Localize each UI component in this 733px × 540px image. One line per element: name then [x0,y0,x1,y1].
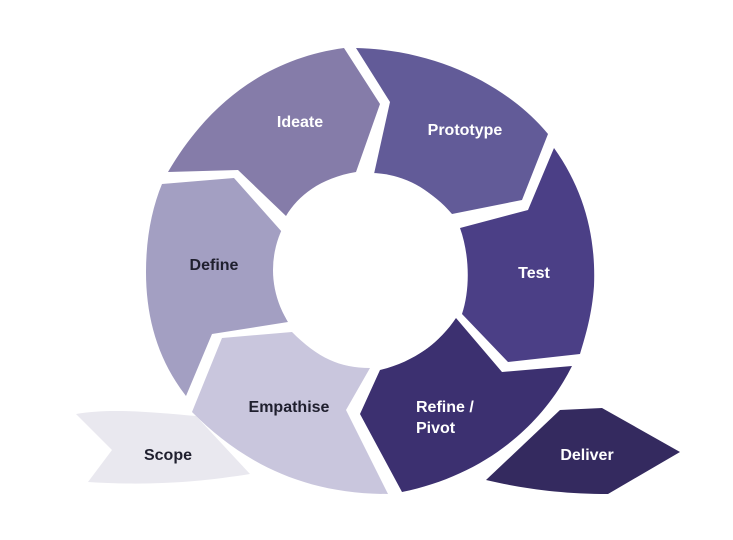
scope-shape [76,410,250,484]
scope-label: Scope [144,447,192,464]
prototype-label: Prototype [428,122,503,139]
stage-refine-pivot: Refine / Pivot [360,318,572,492]
scope-label-line: Scope [144,447,192,464]
test-shape [460,148,595,362]
stage-prototype: Prototype [356,48,548,214]
empathise-shape [192,332,388,494]
define-shape [146,178,288,396]
stage-scope: Scope [76,410,250,484]
empathise-label: Empathise [249,399,330,416]
deliver-label: Deliver [560,447,613,464]
refine-pivot-label-line1: Refine / [416,399,474,416]
stage-empathise: Empathise [192,332,388,494]
center-hole [273,173,467,367]
deliver-label-line: Deliver [560,447,613,464]
define-label-line: Define [190,257,239,274]
prototype-shape [356,48,548,214]
stage-ideate: Ideate [168,48,380,216]
ideate-label-line: Ideate [277,114,323,131]
ideate-shape [168,48,380,216]
refine-pivot-shape [360,318,572,492]
stage-define: Define [146,178,288,396]
deliver-shape [486,408,680,494]
prototype-label-line: Prototype [428,122,503,139]
stage-test: Test [460,148,595,362]
define-label: Define [190,257,239,274]
refine-pivot-label-line2: Pivot [416,420,456,437]
ideate-label: Ideate [277,114,323,131]
stage-deliver: Deliver [486,408,680,494]
refine-pivot-label: Refine / Pivot [416,399,478,437]
empathise-label-line: Empathise [249,399,330,416]
test-label: Test [518,265,550,282]
test-label-line: Test [518,265,550,282]
